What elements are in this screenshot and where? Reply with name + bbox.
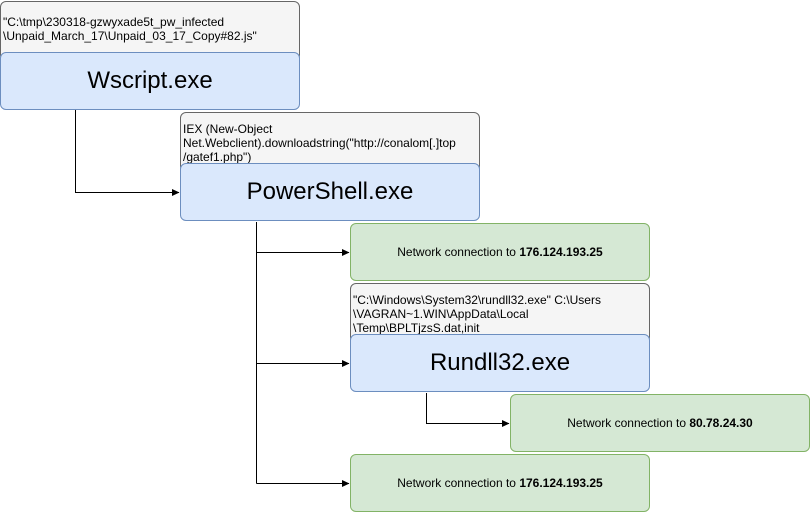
rundll32-process-node: Rundll32.exe xyxy=(350,334,650,392)
wscript-process-label: Wscript.exe xyxy=(87,67,213,94)
edge-wscript-to-powershell xyxy=(75,110,180,196)
network-connection-label: Network connection to xyxy=(567,416,690,430)
network-connection-node-1: Network connection to 176.124.193.25 xyxy=(350,223,650,281)
rundll32-command-label: "C:\Windows\System32\rundll32.exe" C:\Us… xyxy=(350,283,650,343)
network-connection-ip: 176.124.193.25 xyxy=(519,245,603,259)
rundll32-process-label: Rundll32.exe xyxy=(429,349,571,376)
edge-rundll32-to-network-2 xyxy=(426,393,510,427)
network-connection-ip: 176.124.193.25 xyxy=(519,476,603,490)
network-connection-label: Network connection to xyxy=(397,476,520,490)
powershell-process-node: PowerShell.exe xyxy=(180,163,480,221)
network-connection-ip: 80.78.24.30 xyxy=(689,416,753,430)
powershell-process-label: PowerShell.exe xyxy=(246,178,414,205)
network-connection-label: Network connection to xyxy=(397,245,520,259)
network-connection-node-2: Network connection to 80.78.24.30 xyxy=(510,394,810,452)
network-connection-node-3: Network connection to 176.124.193.25 xyxy=(350,454,650,512)
wscript-process-node: Wscript.exe xyxy=(0,52,300,110)
wscript-command-label: "C:\tmp\230318-gzwyxade5t_pw_infected \U… xyxy=(0,1,300,61)
